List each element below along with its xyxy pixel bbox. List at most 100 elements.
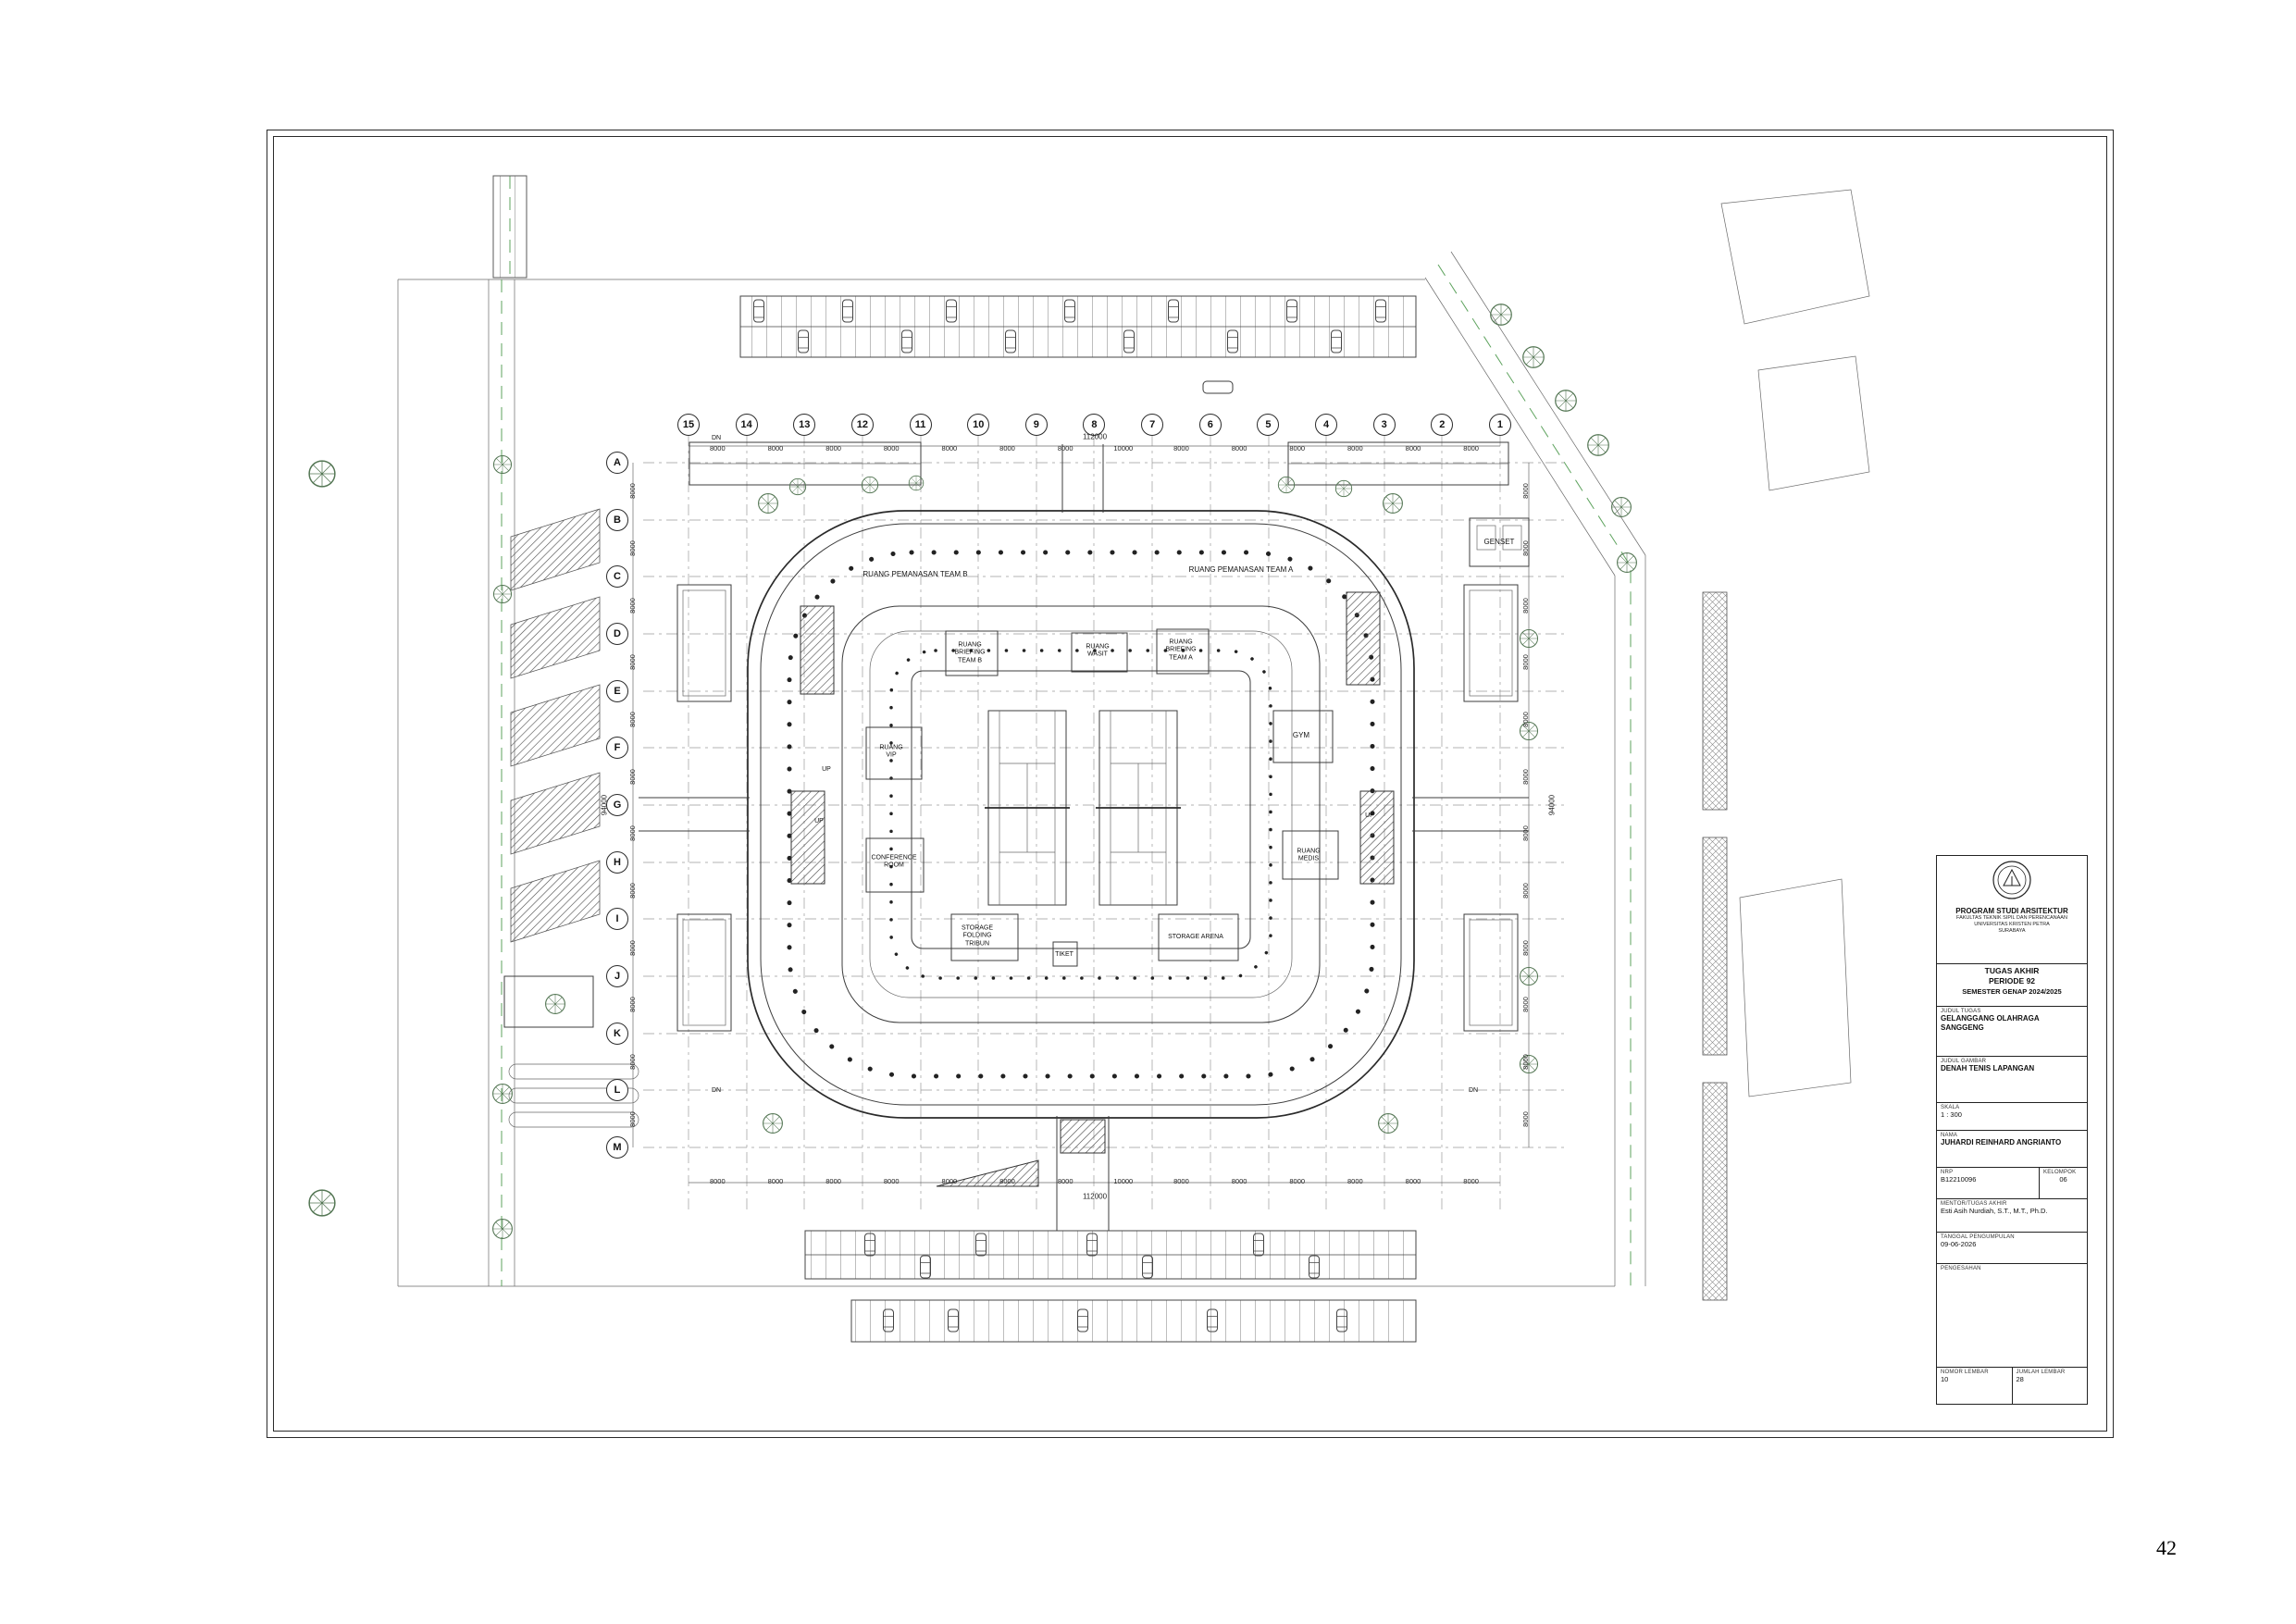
dimension-value: 8000 (1463, 444, 1479, 452)
jumlah-lembar-label: JUMLAH LEMBAR (2016, 1370, 2066, 1375)
dimension-value: 8000 (1173, 444, 1189, 452)
grid-row-bubble: B (606, 508, 628, 531)
nama-value: JUHARDI REINHARD ANGRIANTO (1941, 1138, 2062, 1147)
university-seal-logo (1992, 861, 2031, 899)
room-label-ruang-pemanasan-team-a: RUANG PEMANASAN TEAM A (1188, 565, 1294, 575)
mentor-label: MENTOR/TUGAS AKHIR (1941, 1201, 2007, 1207)
title-block-assignment: TUGAS AKHIR PERIODE 92 SEMESTER GENAP 20… (1937, 963, 2087, 1006)
dimension-value: 8000 (627, 483, 637, 500)
dimension-value: 8000 (825, 1177, 841, 1185)
title-block-mentor: MENTOR/TUGAS AKHIR Esti Asih Nurdiah, S.… (1937, 1198, 2087, 1232)
grid-column-bubble: 6 (1198, 414, 1222, 436)
title-block-institution: PROGRAM STUDI ARSITEKTUR FAKULTAS TEKNIK… (1937, 856, 2087, 963)
judul-gambar-value: DENAH TENIS LAPANGAN (1941, 1064, 2035, 1072)
grid-column-bubble: 7 (1141, 414, 1164, 436)
grid-row-bubble: L (606, 1079, 628, 1102)
dimension-value: 8000 (1405, 1177, 1421, 1185)
genset-enclosure (1469, 517, 1530, 567)
dimension-value: 8000 (627, 540, 637, 556)
title-block-tanggal: TANGGAL PENGUMPULAN 09-06-2026 (1937, 1232, 2087, 1263)
parking-top (739, 295, 1417, 358)
room-partitions (865, 628, 1339, 967)
dimension-value: 8000 (1520, 1054, 1530, 1070)
nomor-lembar-cell: NOMOR LEMBAR 10 (1937, 1368, 2012, 1404)
judul-tugas-value: GELANGGANG OLAHRAGA SANGGENG (1941, 1014, 2040, 1032)
title-block-skala: SKALA 1 : 300 (1937, 1102, 2087, 1130)
tennis-courts (985, 710, 1181, 906)
dimension-value: 8000 (1520, 883, 1530, 899)
room-label-ruang-medis: RUANG MEDIS (1297, 848, 1321, 862)
grid-column-bubble: 11 (909, 414, 932, 436)
nomor-lembar-label: NOMOR LEMBAR (1941, 1370, 1989, 1375)
stair-label-up-2: UP (814, 817, 824, 824)
dimension-value: 10000 (1113, 444, 1134, 452)
parking-bottom (804, 1230, 1417, 1343)
room-label-ruang-pemanasan-team-b: RUANG PEMANASAN TEAM B (863, 570, 968, 579)
dimension-value: 8000 (1289, 1177, 1306, 1185)
university-name: UNIVERSITAS KRISTEN PETRA (1974, 921, 2050, 927)
pengesahan-label: PENGESAHAN (1941, 1266, 1981, 1271)
structural-grid-lines (643, 435, 1564, 1212)
title-block: PROGRAM STUDI ARSITEKTUR FAKULTAS TEKNIK… (1936, 855, 2088, 1405)
city-name: SURABAYA (1998, 927, 2026, 934)
room-label-ruang-vip: RUANG VIP (879, 744, 903, 759)
page-number: 42 (2156, 1536, 2177, 1559)
tanggal-label: TANGGAL PENGUMPULAN (1941, 1234, 2015, 1240)
room-label-gym: GYM (1292, 731, 1310, 740)
total-width-dimension-bottom: 112000 (1082, 1192, 1108, 1201)
grid-row-bubble: M (606, 1135, 628, 1159)
title-block-lembar: NOMOR LEMBAR 10 JUMLAH LEMBAR 28 (1937, 1367, 2087, 1404)
dimension-value: 8000 (1520, 1110, 1530, 1127)
dimension-value: 8000 (1520, 540, 1530, 556)
total-width-dimension-top: 112000 (1082, 432, 1108, 441)
dimension-value: 8000 (627, 883, 637, 899)
room-label-tiket: TIKET (1055, 950, 1074, 958)
kelompok-cell: KELOMPOK 06 (2039, 1168, 2087, 1198)
dimension-value: 8000 (1520, 768, 1530, 785)
dimension-value: 8000 (825, 444, 841, 452)
dimension-value: 8000 (627, 1054, 637, 1070)
stair-label-up-3: UP (1365, 812, 1374, 819)
dimension-value: 8000 (627, 654, 637, 671)
dimension-value: 8000 (999, 444, 1015, 452)
bus-stop-marker (1202, 380, 1234, 394)
nrp-cell: NRP B12210096 (1937, 1168, 2039, 1198)
title-block-nama: NAMA JUHARDI REINHARD ANGRIANTO (1937, 1130, 2087, 1167)
grid-column-bubble: 13 (793, 414, 816, 436)
kelompok-value: 06 (2059, 1175, 2067, 1184)
grid-row-bubble: F (606, 737, 628, 760)
median-strip (492, 175, 527, 279)
total-height-dimension-right: 94000 (1547, 794, 1557, 816)
title-block-pengesahan: PENGESAHAN (1937, 1263, 2087, 1367)
grid-row-bubble: K (606, 1022, 628, 1045)
dimension-value: 8000 (1520, 825, 1530, 842)
dimension-value: 8000 (709, 1177, 726, 1185)
dimension-value: 8000 (627, 825, 637, 842)
jumlah-lembar-cell: JUMLAH LEMBAR 28 (2011, 1368, 2088, 1404)
dimension-value: 8000 (1520, 597, 1530, 614)
grid-row-bubble: G (606, 793, 628, 816)
grid-row-bubble: C (606, 565, 628, 589)
tanggal-value: 09-06-2026 (1941, 1240, 1977, 1248)
dimension-value: 8000 (1520, 997, 1530, 1013)
dimension-value: 8000 (1173, 1177, 1189, 1185)
arena-rings (747, 510, 1415, 1119)
dimension-value: 8000 (1289, 444, 1306, 452)
stair-label-dn-left: DN (711, 1086, 722, 1094)
kelompok-label: KELOMPOK (2043, 1170, 2077, 1175)
dimension-value: 8000 (941, 1177, 958, 1185)
dimension-value: 8000 (1057, 444, 1074, 452)
room-label-ruang-wasit: RUANG WASIT (1086, 643, 1110, 658)
dimension-value: 8000 (767, 444, 784, 452)
assignment-period: PERIODE 92 (1988, 976, 2036, 986)
nomor-lembar-value: 10 (1941, 1375, 1949, 1383)
grid-column-bubble: 12 (850, 414, 874, 436)
stair-label-up-1: UP (822, 765, 831, 773)
site-roads (397, 251, 1646, 1287)
mentor-value: Esti Asih Nurdiah, S.T., M.T., Ph.D. (1941, 1207, 2048, 1215)
dimension-value: 8000 (1463, 1177, 1479, 1185)
dimension-value: 8000 (767, 1177, 784, 1185)
dimension-value: 8000 (709, 444, 726, 452)
